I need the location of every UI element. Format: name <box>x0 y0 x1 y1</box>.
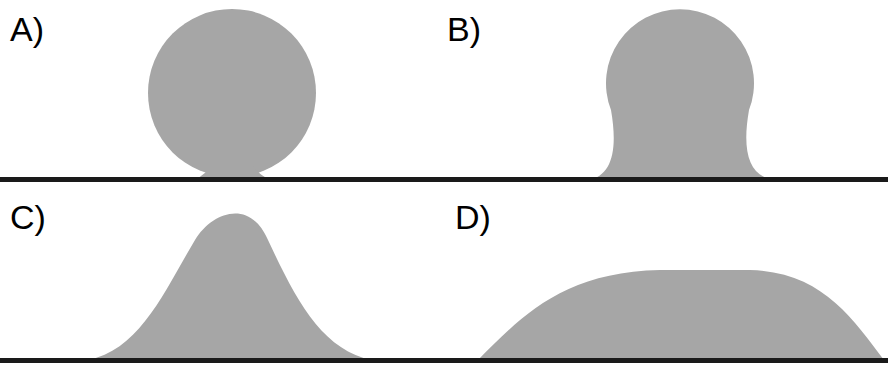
panel-label: B) <box>447 12 481 46</box>
substrate-line <box>0 177 888 182</box>
spherical-droplet <box>148 9 316 177</box>
conical-droplet <box>88 213 372 360</box>
flat-droplet <box>478 270 884 360</box>
panel-label: C) <box>10 200 46 234</box>
bulging-droplet <box>588 9 774 180</box>
panel-label: A) <box>10 12 44 46</box>
substrate-line <box>0 358 888 363</box>
panel-label: D) <box>455 200 491 234</box>
